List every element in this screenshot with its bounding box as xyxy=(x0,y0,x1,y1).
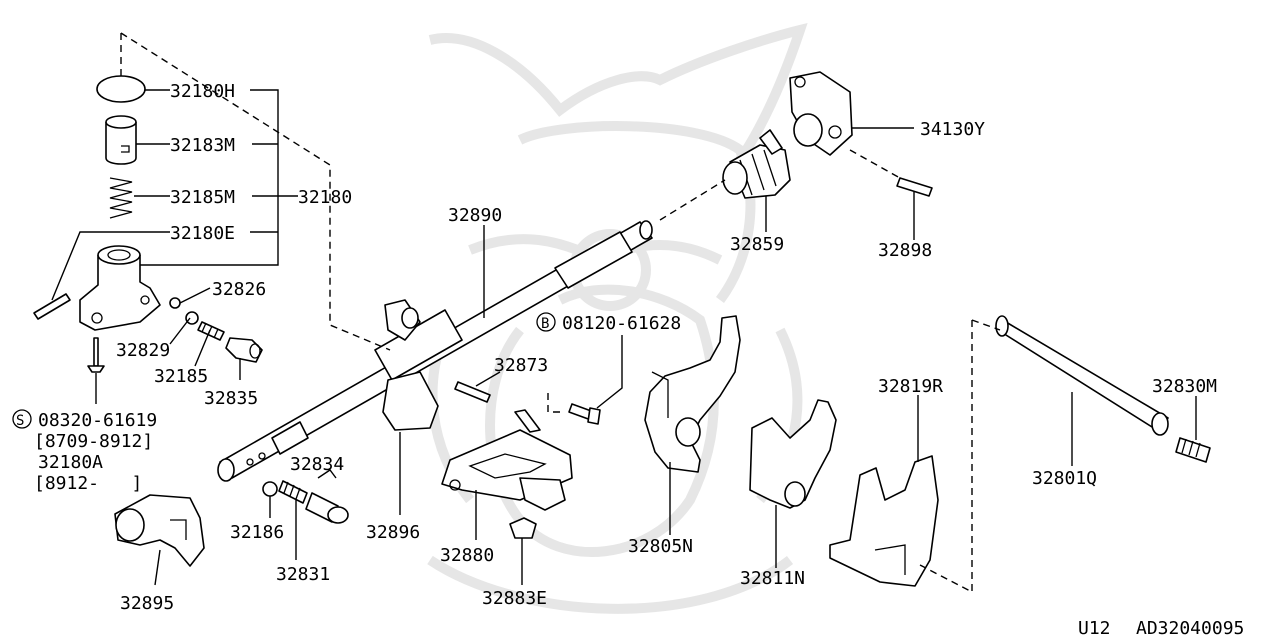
ball-32826 xyxy=(169,297,181,309)
fork-32811N xyxy=(749,399,837,509)
label-32180E: 32180E xyxy=(170,223,235,244)
label-32185M: 32185M xyxy=(170,187,235,208)
ball-32186 xyxy=(262,481,278,497)
label-32896: 32896 xyxy=(366,522,420,543)
arm-34130Y xyxy=(789,71,853,156)
label-32835: 32835 xyxy=(204,388,258,409)
label-bolt-s-range1: [8709-8912] xyxy=(34,431,153,452)
plug-32830M xyxy=(1175,437,1211,463)
label-32873: 32873 xyxy=(494,355,548,376)
dashed-guide-lines xyxy=(120,32,1001,594)
label-bolt-s-range2: [8912- ] xyxy=(34,473,142,494)
bolt-b-circle-letter: B xyxy=(541,316,549,332)
label-32185: 32185 xyxy=(154,366,208,387)
label-32180A: 32180A xyxy=(38,452,103,473)
spring-32185 xyxy=(197,321,225,341)
part-labels: 32180H 32183M 32185M 32180 32180E 32826 … xyxy=(12,81,1217,614)
label-32859: 32859 xyxy=(730,234,784,255)
pin-32898 xyxy=(896,177,933,197)
pin-32873 xyxy=(454,381,491,403)
housing-32180E xyxy=(33,245,161,331)
plunger-32183M xyxy=(105,115,137,165)
label-08120-61628: 08120-61628 xyxy=(562,313,681,334)
label-32890: 32890 xyxy=(448,205,502,226)
label-32830M: 32830M xyxy=(1152,376,1217,397)
footer-model: U12 xyxy=(1078,618,1111,638)
bracket-32880 xyxy=(441,409,573,511)
label-32898: 32898 xyxy=(878,240,932,261)
bolt-08120 xyxy=(568,403,601,425)
boot-32859 xyxy=(722,129,791,199)
label-32819R: 32819R xyxy=(878,376,943,397)
spring-32831 xyxy=(278,480,308,504)
label-32801Q: 32801Q xyxy=(1032,468,1097,489)
label-32180H: 32180H xyxy=(170,81,235,102)
label-08320-61619: 08320-61619 xyxy=(38,410,157,431)
bolt-s-circle-letter: S xyxy=(16,413,24,429)
label-32834: 32834 xyxy=(290,454,344,475)
footer-code: AD32040095 xyxy=(1136,618,1244,638)
plug-32835 xyxy=(225,337,263,363)
bolt-b-circle-mark xyxy=(536,312,556,332)
label-32805N: 32805N xyxy=(628,536,693,557)
fork-32819R xyxy=(829,455,939,587)
label-32180: 32180 xyxy=(298,187,352,208)
fork-32805N xyxy=(644,315,741,473)
label-32829: 32829 xyxy=(116,340,170,361)
label-32186: 32186 xyxy=(230,522,284,543)
cap-32180H xyxy=(96,75,146,103)
sleeve-32834 xyxy=(305,492,349,524)
bolt-08320 xyxy=(87,337,105,373)
label-32811N: 32811N xyxy=(740,568,805,589)
label-32895: 32895 xyxy=(120,593,174,614)
footer: U12 AD32040095 xyxy=(1078,618,1244,638)
label-32831: 32831 xyxy=(276,564,330,585)
leader-lines xyxy=(51,89,1197,586)
label-32183M: 32183M xyxy=(170,135,235,156)
ball-32829 xyxy=(185,311,199,325)
bolt-s-circle-mark xyxy=(12,409,32,429)
rod-32801Q xyxy=(995,315,1169,436)
label-32880: 32880 xyxy=(440,545,494,566)
label-32883E: 32883E xyxy=(482,588,547,609)
label-32826: 32826 xyxy=(212,279,266,300)
spring-32185M xyxy=(109,177,133,219)
label-34130Y: 34130Y xyxy=(920,119,985,140)
block-32883E xyxy=(509,517,537,539)
rod-32890 xyxy=(217,220,653,482)
lever-32895 xyxy=(114,494,205,567)
